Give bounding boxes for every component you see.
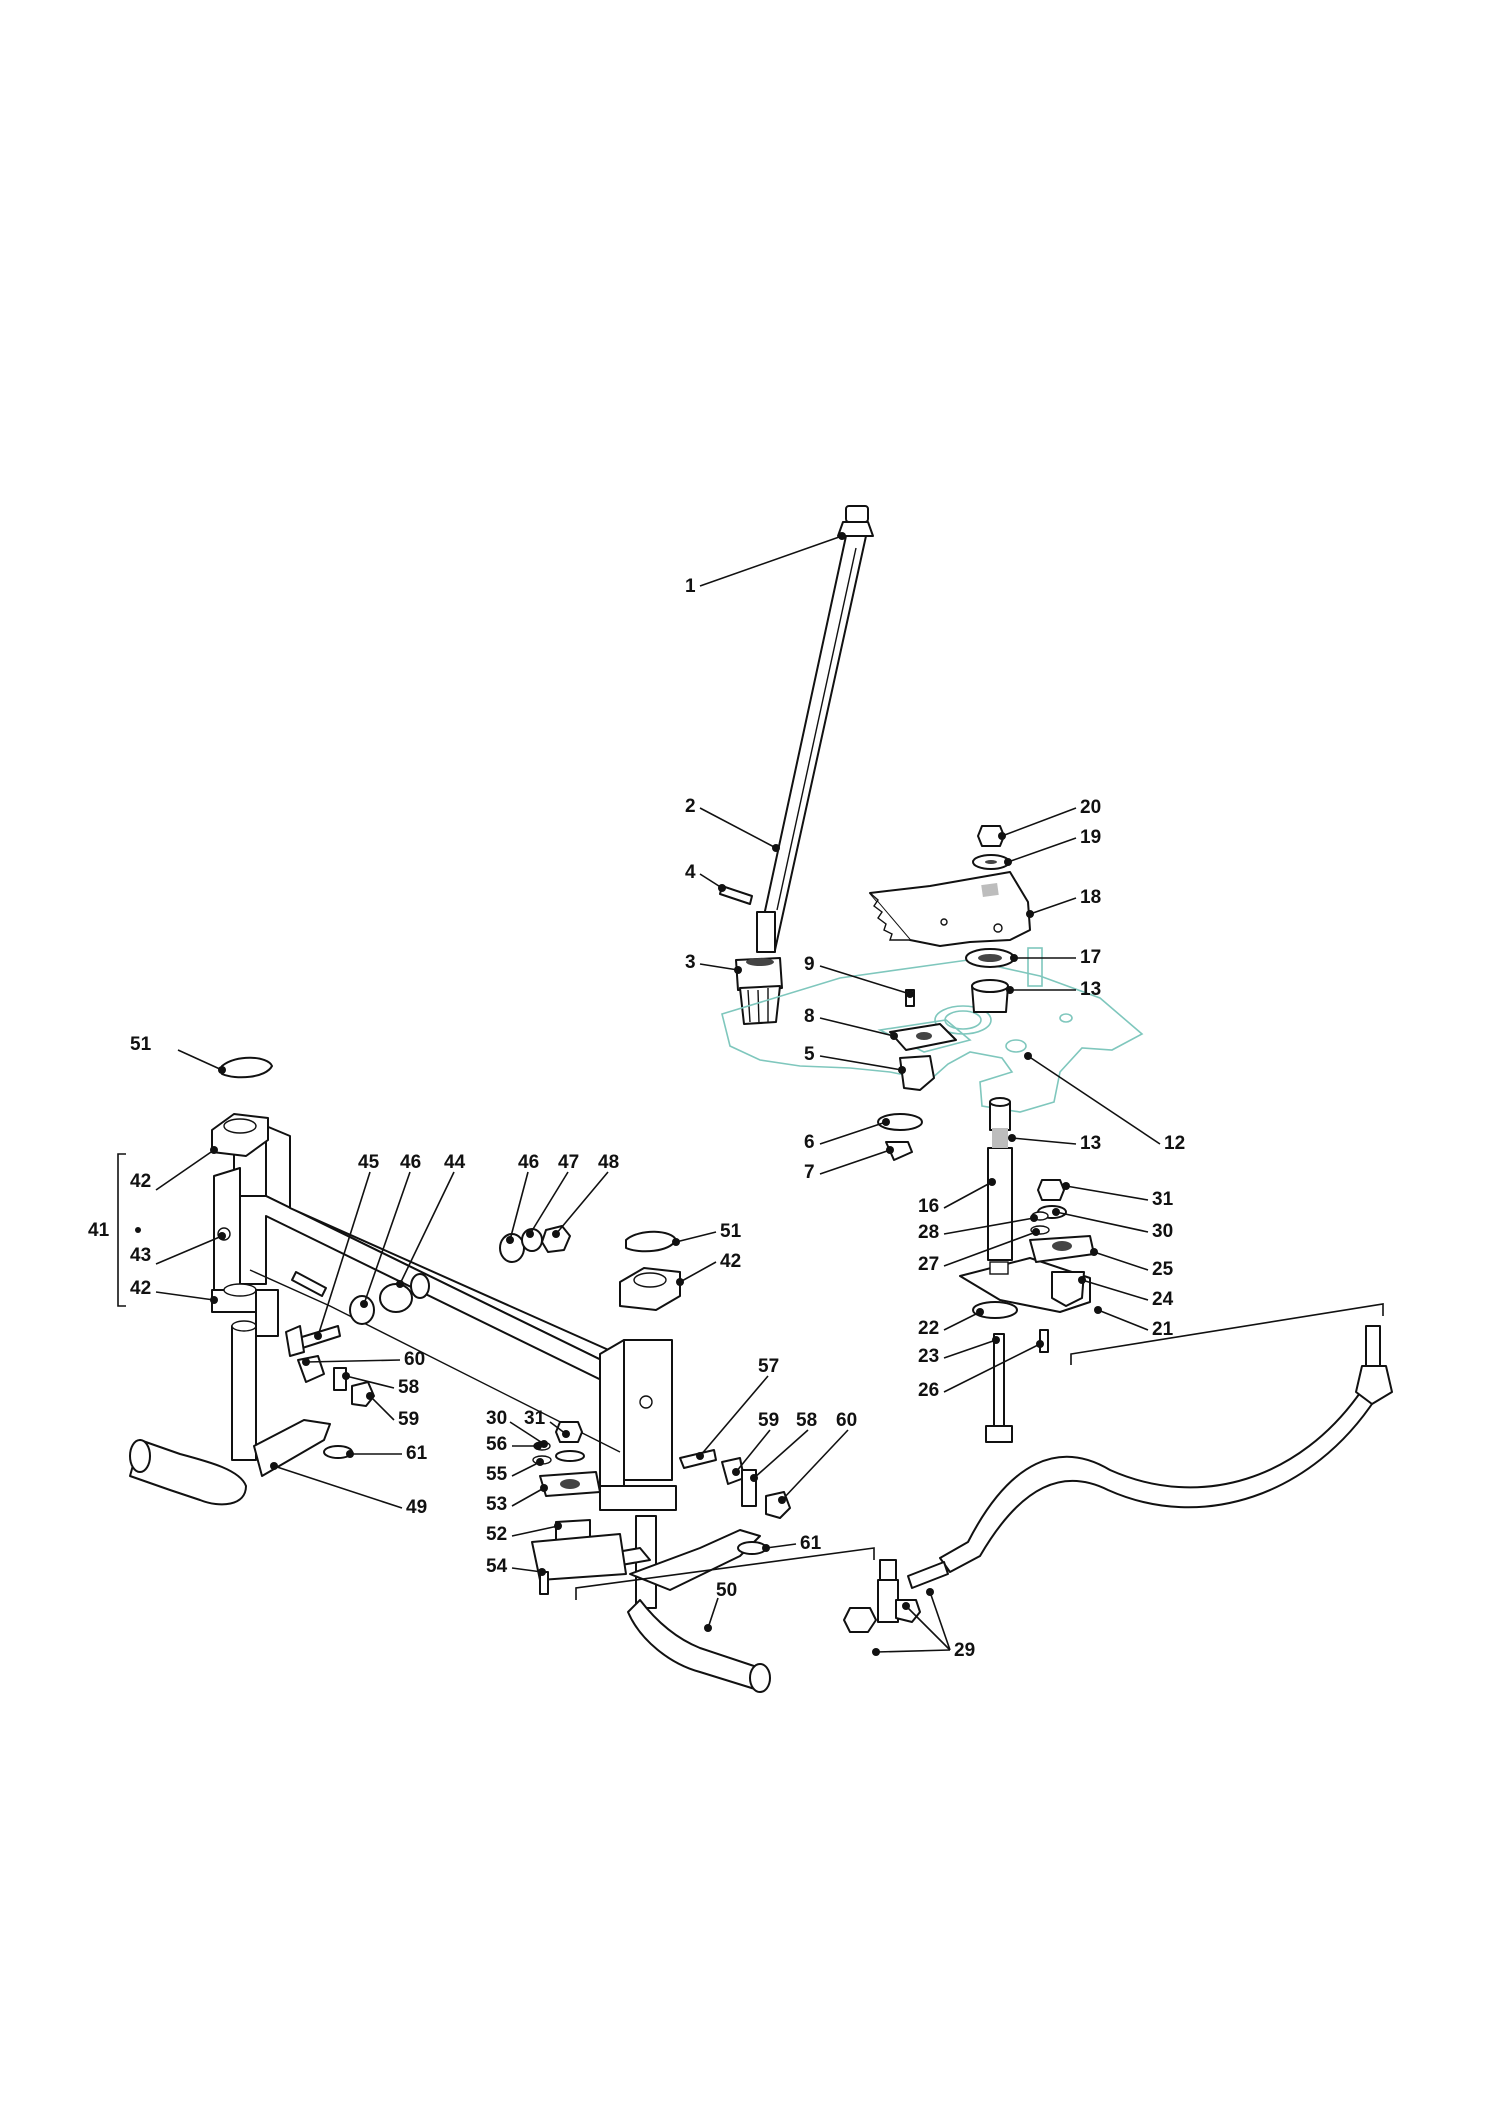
- callout-46-left: 46: [400, 1152, 421, 1173]
- callout-19: 19: [1080, 827, 1101, 848]
- steering-column: [756, 505, 874, 953]
- callout-13-lower: 13: [1080, 1133, 1101, 1154]
- callout-1: 1: [685, 576, 696, 597]
- callout-30-centre: 30: [486, 1408, 507, 1429]
- callout-23: 23: [918, 1346, 939, 1367]
- callout-8: 8: [804, 1006, 815, 1027]
- callout-61-left: 61: [406, 1443, 428, 1464]
- callout-52: 52: [486, 1524, 507, 1545]
- bracket-lines: [117, 1153, 1384, 1600]
- callout-3: 3: [685, 952, 696, 973]
- callout-56: 56: [486, 1434, 507, 1455]
- callout-45: 45: [358, 1152, 380, 1173]
- callout-46-right: 46: [518, 1152, 539, 1173]
- pinion-gear: [735, 957, 783, 1025]
- callout-53: 53: [486, 1494, 507, 1515]
- support-plate: [889, 989, 957, 1091]
- callout-27: 27: [918, 1254, 939, 1275]
- callout-22: 22: [918, 1318, 939, 1339]
- callout-42-right: 42: [720, 1251, 741, 1272]
- callout-55: 55: [486, 1464, 508, 1485]
- callout-28: 28: [918, 1222, 939, 1243]
- callout-6: 6: [804, 1132, 815, 1153]
- callout-12: 12: [1164, 1133, 1185, 1154]
- callout-50: 50: [716, 1580, 737, 1601]
- callout-20: 20: [1080, 797, 1101, 818]
- right-ball-stack: [1029, 1179, 1095, 1307]
- callout-42-top-left: 42: [130, 1171, 151, 1192]
- callout-51-right: 51: [720, 1221, 742, 1242]
- sector-bushings: [965, 948, 1015, 1131]
- callout-13-upper: 13: [1080, 979, 1101, 1000]
- callout-59-left: 59: [398, 1409, 419, 1430]
- callout-5: 5: [804, 1044, 815, 1065]
- left-clip: [221, 1056, 273, 1079]
- callout-31-centre: 31: [524, 1408, 546, 1429]
- callout-47: 47: [558, 1152, 579, 1173]
- callout-43: 43: [130, 1245, 151, 1266]
- callout-48: 48: [598, 1152, 619, 1173]
- callout-30-right: 30: [1152, 1221, 1173, 1242]
- callout-24: 24: [1152, 1289, 1174, 1310]
- callout-59-right: 59: [758, 1410, 779, 1431]
- left-spindle: [129, 1289, 331, 1506]
- washer-nut-group: [499, 1225, 571, 1263]
- callout-7: 7: [804, 1162, 815, 1183]
- callout-layer: 1 2 3 4 5 6 7 8 9 12 13 13 16 17 18 19 2: [88, 532, 1185, 1661]
- clip-washer: [877, 1113, 923, 1161]
- axle-beam: [213, 1125, 673, 1487]
- callout-21: 21: [1152, 1319, 1174, 1340]
- callout-2: 2: [685, 796, 696, 817]
- callout-58-left: 58: [398, 1377, 419, 1398]
- drag-link: [843, 1325, 1393, 1633]
- callout-51-left: 51: [130, 1034, 152, 1055]
- callout-60-right: 60: [836, 1410, 857, 1431]
- callout-4: 4: [685, 862, 696, 883]
- long-bolt: [972, 1301, 1049, 1443]
- callout-57: 57: [758, 1356, 779, 1377]
- callout-29: 29: [954, 1640, 975, 1661]
- right-pivot-cap: [599, 1230, 681, 1511]
- callout-25: 25: [1152, 1259, 1174, 1280]
- callout-26: 26: [918, 1380, 939, 1401]
- callout-16: 16: [918, 1196, 939, 1217]
- callout-17: 17: [1080, 947, 1101, 968]
- callout-42-bottom-left: 42: [130, 1278, 151, 1299]
- callout-54: 54: [486, 1556, 508, 1577]
- callout-49: 49: [406, 1497, 427, 1518]
- callout-61-right: 61: [800, 1533, 822, 1554]
- callout-41: 41: [88, 1220, 110, 1241]
- callout-18: 18: [1080, 887, 1101, 908]
- callout-60-left: 60: [404, 1349, 425, 1370]
- callout-44: 44: [444, 1152, 466, 1173]
- centre-ball-stack: [531, 1421, 627, 1595]
- steering-sector: [869, 871, 1031, 947]
- callout-31-right: 31: [1152, 1189, 1174, 1210]
- callout-9: 9: [804, 954, 815, 975]
- callout-58-right: 58: [796, 1410, 817, 1431]
